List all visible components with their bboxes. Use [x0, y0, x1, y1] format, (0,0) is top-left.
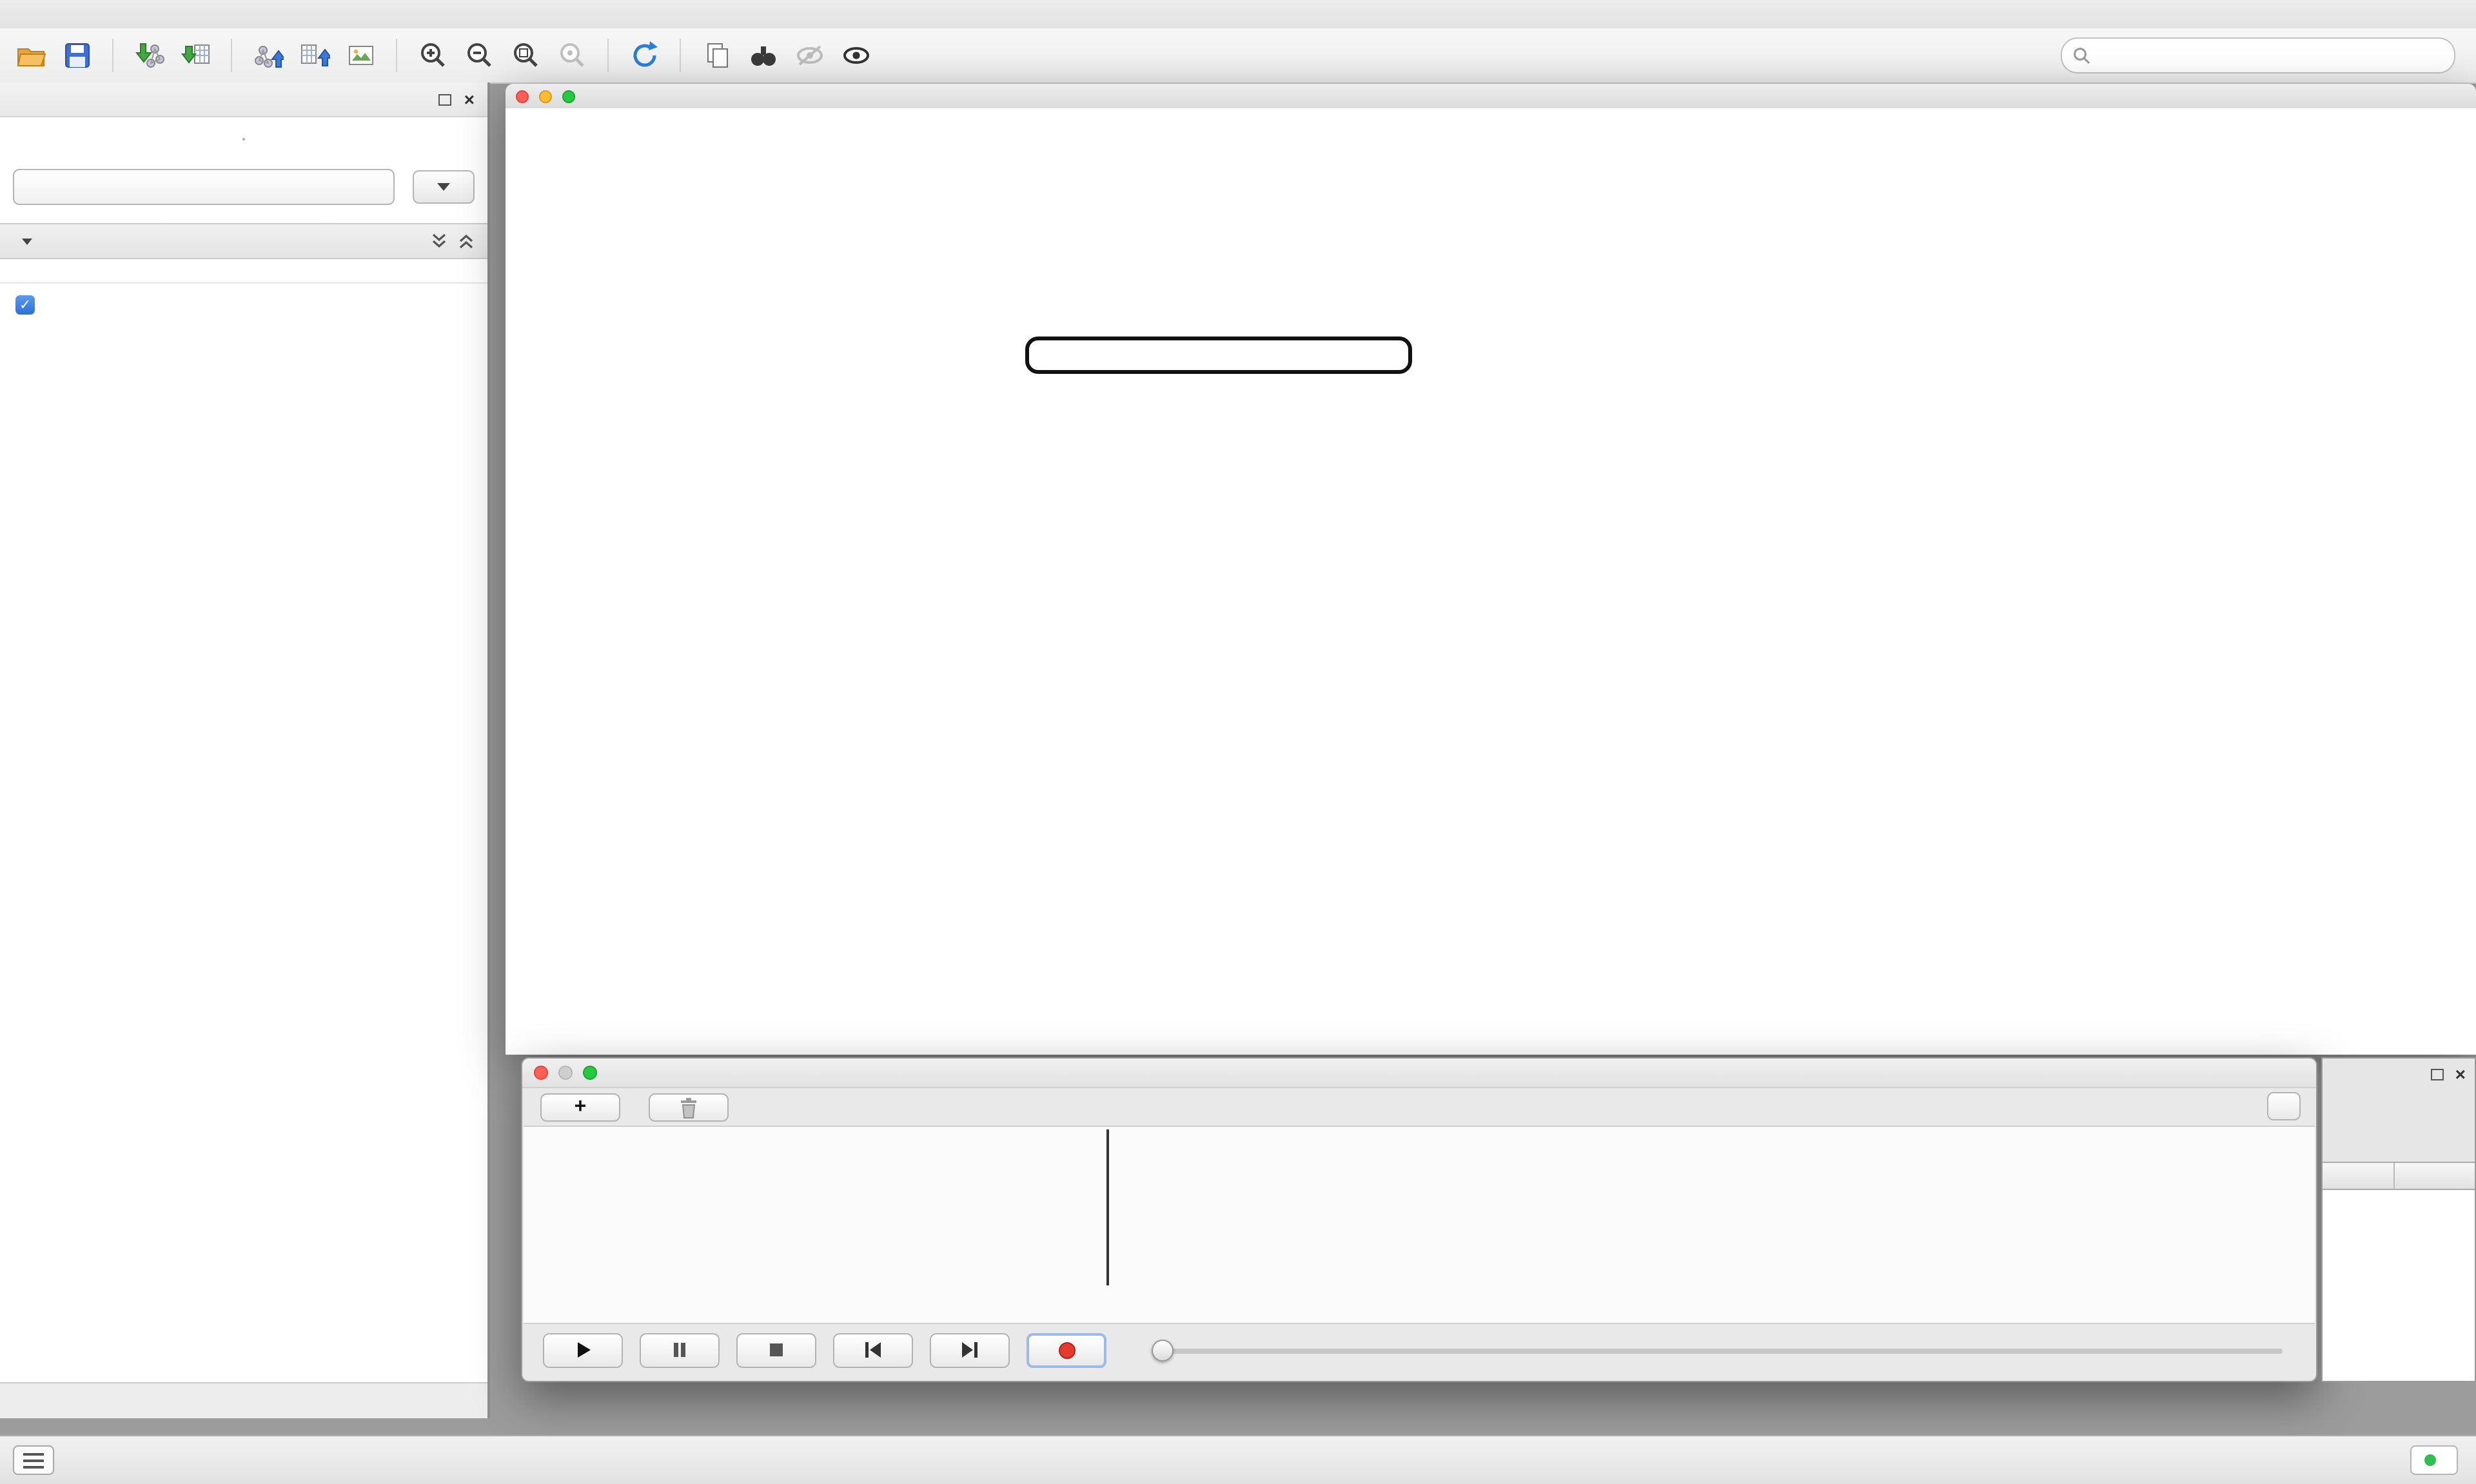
- search-input[interactable]: [2098, 45, 2444, 66]
- control-panel-header: ×: [0, 83, 487, 117]
- memory-button[interactable]: [2410, 1445, 2458, 1475]
- zoom-window-button[interactable]: [583, 1066, 597, 1080]
- clear-all-frames-button[interactable]: [2267, 1092, 2301, 1120]
- refresh-icon[interactable]: [627, 38, 662, 73]
- network-window-titlebar: [506, 84, 2476, 110]
- zoom-fit-icon[interactable]: [508, 38, 543, 73]
- show-all-eye-icon[interactable]: [838, 38, 873, 73]
- expand-all-icon[interactable]: [458, 232, 475, 250]
- minimize-window-button[interactable]: [558, 1066, 573, 1080]
- export-image-icon[interactable]: [343, 38, 378, 73]
- checkbox-checked-icon[interactable]: ✓: [15, 295, 35, 315]
- column-header-stress[interactable]: [2395, 1163, 2475, 1189]
- tab-group: [242, 138, 245, 141]
- slider-track[interactable]: [1152, 1348, 2283, 1353]
- trash-icon: [681, 1097, 696, 1118]
- export-network-icon[interactable]: [250, 38, 285, 73]
- zoom-out-icon[interactable]: [462, 38, 496, 73]
- search-icon: [2074, 48, 2090, 64]
- properties-caret-icon: [22, 238, 32, 244]
- pause-icon: [674, 1343, 685, 1357]
- animation-speed-slider[interactable]: [1152, 1333, 2283, 1367]
- search-field[interactable]: [2061, 37, 2455, 73]
- close-panel-icon[interactable]: ×: [464, 89, 475, 110]
- import-network-icon[interactable]: [132, 38, 166, 73]
- property-columns-header: [0, 259, 487, 284]
- timeline-cursor[interactable]: [1106, 1129, 1109, 1285]
- column-header-connectivity[interactable]: [2323, 1163, 2395, 1189]
- control-panel-tabs: [0, 117, 487, 161]
- collapse-all-icon[interactable]: [431, 232, 447, 250]
- status-bar: [0, 1435, 2476, 1484]
- network-svg: [506, 108, 2476, 1055]
- network-canvas[interactable]: [506, 108, 2476, 1055]
- style-options-button[interactable]: [413, 170, 475, 204]
- toolbar-separator: [607, 39, 609, 72]
- column-map: [52, 259, 103, 282]
- record-button[interactable]: [1027, 1333, 1106, 1367]
- control-panel-bottom-tabs: [0, 1382, 487, 1418]
- add-frame-button[interactable]: +: [540, 1093, 620, 1121]
- lock-size-row[interactable]: ✓: [0, 284, 487, 326]
- copy-view-icon[interactable]: [699, 38, 734, 73]
- timeline[interactable]: [524, 1126, 2315, 1324]
- mcm1-annotation[interactable]: [1025, 337, 1412, 374]
- stop-icon: [770, 1343, 783, 1356]
- chevron-down-icon: [437, 183, 450, 191]
- results-table-header[interactable]: [2323, 1162, 2475, 1190]
- close-window-button[interactable]: [534, 1066, 548, 1080]
- control-panel: × ✓: [0, 83, 490, 1418]
- record-icon: [1058, 1342, 1075, 1358]
- previous-frame-button[interactable]: [833, 1333, 913, 1367]
- slider-thumb[interactable]: [1152, 1339, 1174, 1361]
- close-window-button[interactable]: [516, 90, 529, 103]
- minimize-window-button[interactable]: [539, 90, 552, 103]
- export-table-icon[interactable]: [297, 38, 331, 73]
- cyanimator-titlebar: [522, 1059, 2316, 1088]
- import-table-icon[interactable]: [178, 38, 213, 73]
- next-frame-button[interactable]: [930, 1333, 1010, 1367]
- window-titlebar: [0, 0, 2476, 30]
- open-session-icon[interactable]: [13, 38, 48, 73]
- cyanimator-window: +: [521, 1057, 2317, 1382]
- play-button[interactable]: [543, 1333, 623, 1367]
- zoom-selected-icon[interactable]: [555, 38, 589, 73]
- stop-button[interactable]: [736, 1333, 816, 1367]
- toolbar-separator: [680, 39, 681, 72]
- column-def: [0, 259, 52, 282]
- play-icon: [578, 1342, 591, 1358]
- zoom-window-button[interactable]: [562, 90, 575, 103]
- playback-controls: [522, 1328, 2316, 1372]
- float-panel-icon[interactable]: [438, 93, 451, 105]
- delete-frame-button[interactable]: [649, 1093, 729, 1121]
- properties-header[interactable]: [0, 223, 487, 259]
- toolbar-separator: [231, 39, 232, 72]
- zoom-in-icon[interactable]: [415, 38, 450, 73]
- style-dropdown[interactable]: [13, 169, 395, 205]
- memory-status-icon: [2424, 1454, 2436, 1466]
- save-session-icon[interactable]: [59, 38, 94, 73]
- column-byp: [103, 259, 155, 282]
- skip-back-icon: [865, 1342, 881, 1358]
- results-table: [2323, 1162, 2475, 1381]
- hide-selected-eye-slash-icon[interactable]: [792, 38, 827, 73]
- skip-forward-icon: [962, 1342, 978, 1358]
- cyanimator-toolbar: +: [522, 1088, 2316, 1126]
- toolbar-separator: [396, 39, 397, 72]
- network-window: [506, 84, 2476, 1055]
- pause-button[interactable]: [640, 1333, 720, 1367]
- toolbar-separator: [112, 39, 113, 72]
- results-panel: ×: [2321, 1057, 2476, 1382]
- float-panel-icon[interactable]: [2430, 1068, 2444, 1080]
- show-panels-button[interactable]: [13, 1445, 54, 1475]
- close-panel-icon[interactable]: ×: [2455, 1064, 2466, 1084]
- first-neighbors-icon[interactable]: [745, 38, 780, 73]
